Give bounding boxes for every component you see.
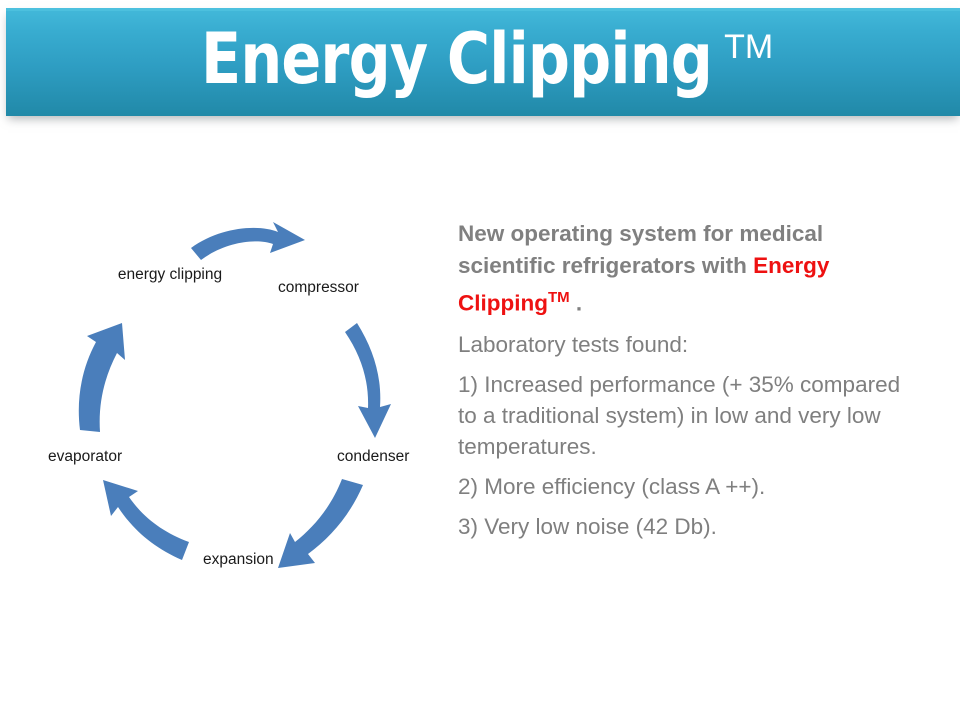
- cycle-label-expansion: expansion: [203, 551, 274, 568]
- title-banner: Energy Clipping TM: [6, 8, 960, 116]
- cycle-label-compressor: compressor: [278, 279, 359, 296]
- paragraph-point-2: 2) More efficiency (class A ++).: [458, 473, 766, 499]
- body-copy: New operating system for medical scienti…: [458, 218, 924, 551]
- trademark-symbol: TM: [723, 28, 773, 66]
- arrow-to-evaporator: [103, 480, 189, 560]
- page-title: Energy Clipping TM: [82, 8, 883, 116]
- arrow-to-expansion: [278, 479, 363, 568]
- brand-name-energy-clipping: Energy Clipping: [458, 253, 830, 316]
- cycle-arrows-svg: [78, 222, 391, 568]
- page-title-text: Energy Clipping: [201, 18, 713, 100]
- brand-trademark-symbol: TM: [547, 289, 570, 306]
- arrow-to-energy-clipping: [78, 323, 125, 432]
- intro-text-after: .: [569, 290, 583, 316]
- intro-text-before: New operating system for medical scienti…: [458, 221, 824, 278]
- refrigeration-cycle-diagram: energy clipping compressor condenser exp…: [20, 210, 440, 610]
- cycle-label-energy-clipping: energy clipping: [117, 266, 223, 283]
- cycle-label-condenser: condenser: [337, 448, 410, 465]
- cycle-label-evaporator: evaporator: [48, 448, 123, 465]
- paragraph-intro: New operating system for medical scienti…: [458, 218, 924, 320]
- paragraph-lead: Laboratory tests found:: [458, 331, 689, 357]
- arrow-to-compressor: [191, 222, 305, 260]
- paragraph-point-3: 3) Very low noise (42 Db).: [458, 513, 717, 539]
- paragraph-point-1: 1) Increased performance (+ 35% compared…: [458, 371, 901, 459]
- arrow-to-condenser: [345, 323, 391, 438]
